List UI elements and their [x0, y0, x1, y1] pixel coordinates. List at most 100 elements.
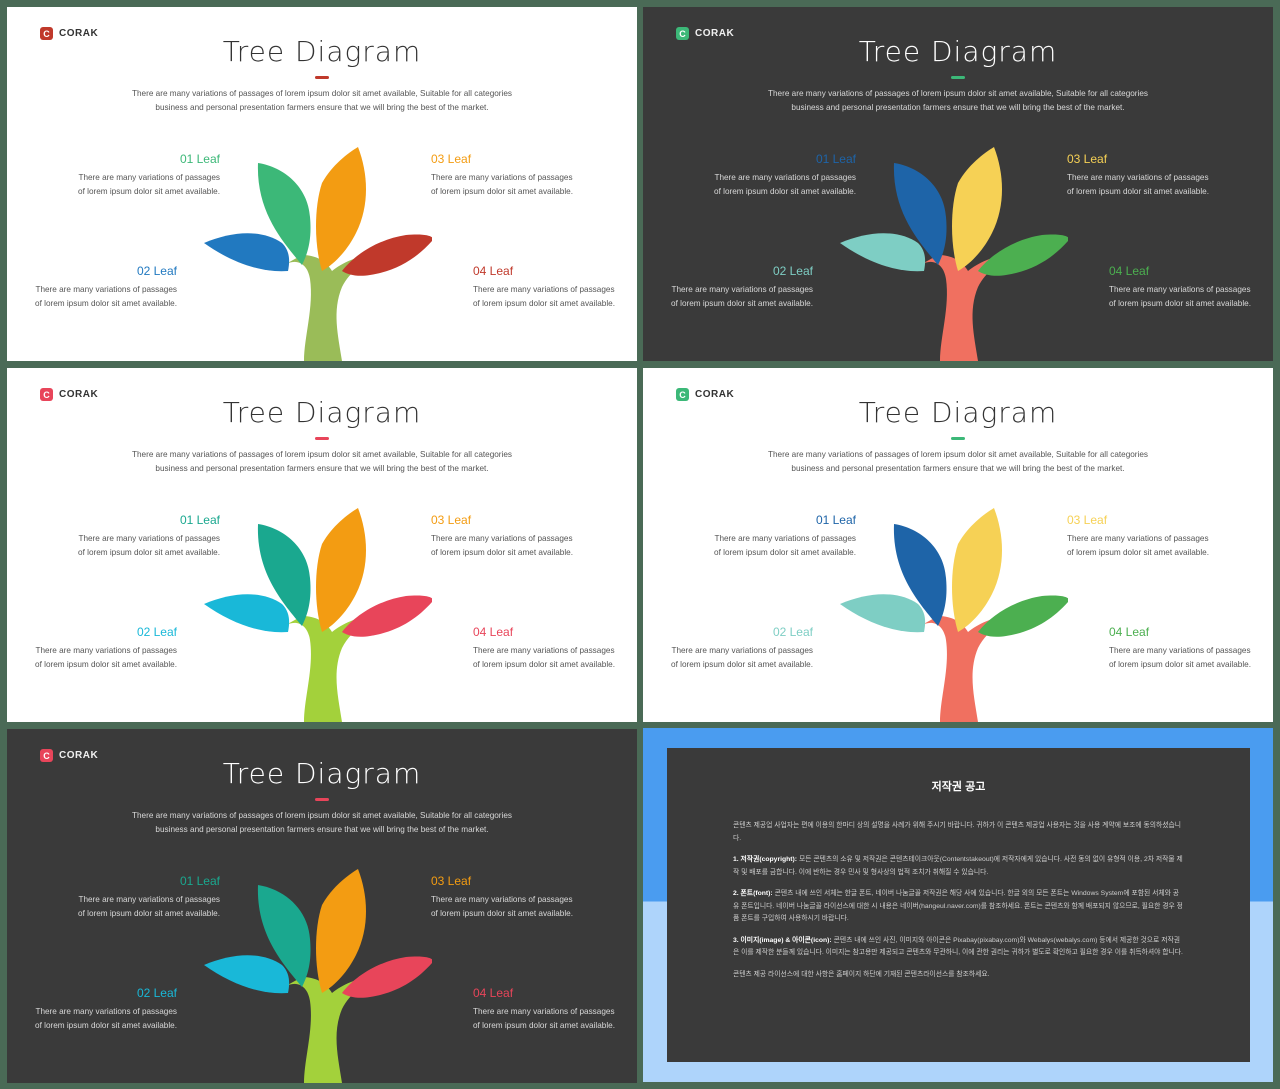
logo-c-icon: C — [40, 749, 53, 762]
notice-label-font: 2. 폰트(font): — [733, 890, 773, 897]
brand-name: CORAK — [695, 28, 735, 39]
leaf-title: 03 Leaf — [431, 874, 472, 888]
leaf-title: 04 Leaf — [1109, 625, 1150, 639]
notice-text-image: 콘텐츠 내에 쓰인 사진, 이미지와 아이콘은 Pixabay(pixabay.… — [733, 936, 1183, 957]
leaf-2-shape — [840, 233, 926, 272]
notice-paragraph-image: 3. 이미지(image) & 아이콘(icon): 콘텐츠 내에 쓰인 사진,… — [733, 935, 1185, 960]
tree-trunk — [284, 977, 376, 1083]
tree-graphic — [828, 508, 1069, 722]
tree-trunk — [920, 616, 1012, 722]
leaf-1-shape — [893, 163, 947, 265]
leaf-description: There are many variations of passages of… — [35, 1007, 177, 1030]
leaf-description: There are many variations of passages of… — [473, 646, 615, 669]
leaf-description: There are many variations of passages of… — [714, 173, 856, 196]
notice-body: 콘텐츠 제공업 사업자는 편에 이용의 한마디 상의 설명을 사례가 위해 주시… — [733, 820, 1185, 990]
notice-outro: 콘텐츠 제공 라이선스에 대한 사항은 홈페이지 하단에 기재된 콘텐츠라이선스… — [733, 970, 990, 978]
leaf-description: There are many variations of passages of… — [1109, 646, 1251, 669]
notice-title: 저작권 공고 — [931, 781, 986, 793]
leaf-description: There are many variations of passages of… — [473, 285, 615, 308]
leaf-title: 03 Leaf — [1067, 513, 1108, 527]
leaf-description: There are many variations of passages of… — [431, 534, 573, 557]
leaf-title: 03 Leaf — [431, 152, 472, 166]
leaf-description: There are many variations of passages of… — [35, 646, 177, 669]
slide-title: Tree Diagram — [858, 396, 1058, 429]
brand-name: CORAK — [59, 28, 99, 39]
leaf-3-shape — [316, 508, 366, 632]
leaf-3-shape — [952, 147, 1002, 271]
leaf-4-shape — [342, 595, 433, 637]
leaf-title: 01 Leaf — [179, 152, 220, 166]
leaf-description: There are many variations of passages of… — [78, 173, 220, 196]
leaf-title: 02 Leaf — [772, 625, 813, 639]
title-underline — [315, 798, 329, 801]
leaf-3-shape — [316, 869, 366, 993]
brand-name: CORAK — [59, 750, 99, 761]
leaf-4-shape — [978, 234, 1069, 276]
logo-c-icon: C — [40, 27, 53, 40]
leaf-description: There are many variations of passages of… — [431, 895, 573, 918]
leaf-4-shape — [978, 595, 1069, 637]
leaf-1-shape — [893, 524, 947, 626]
leaf-title: 04 Leaf — [473, 264, 514, 278]
notice-label-image: 3. 이미지(image) & 아이콘(icon): — [733, 936, 832, 944]
slide-subtitle: There are many variations of passages of… — [132, 89, 512, 112]
leaf-description: There are many variations of passages of… — [431, 173, 573, 196]
slide-title: Tree Diagram — [858, 35, 1058, 68]
leaf-description: There are many variations of passages of… — [473, 1007, 615, 1030]
leaf-2-shape — [204, 233, 290, 272]
leaf-description: There are many variations of passages of… — [1109, 285, 1251, 308]
notice-paragraph-copyright: 1. 저작권(copyright): 모든 콘텐츠의 소유 및 저작권은 콘텐츠… — [733, 854, 1185, 879]
leaf-title: 04 Leaf — [473, 625, 514, 639]
leaf-title: 02 Leaf — [136, 264, 177, 278]
leaf-description: There are many variations of passages of… — [714, 534, 856, 557]
tree-graphic — [192, 508, 433, 722]
leaf-3-shape — [316, 147, 366, 271]
leaf-title: 03 Leaf — [1067, 152, 1108, 166]
leaf-4-shape — [342, 234, 433, 276]
copyright-notice-slide: 저작권 공고 콘텐츠 제공업 사업자는 편에 이용의 한마디 상의 설명을 사례… — [643, 728, 1273, 1082]
leaf-title: 01 Leaf — [179, 513, 220, 527]
leaf-4-shape — [342, 956, 433, 998]
notice-panel: 저작권 공고 콘텐츠 제공업 사업자는 편에 이용의 한마디 상의 설명을 사례… — [667, 748, 1250, 1062]
tree-trunk — [284, 255, 376, 361]
notice-intro: 콘텐츠 제공업 사업자는 편에 이용의 한마디 상의 설명을 사례가 위해 주시… — [733, 822, 1181, 842]
notice-text-copyright: 모든 콘텐츠의 소유 및 저작권은 콘텐츠테이크아웃(Contentstakeo… — [733, 856, 1183, 876]
leaf-title: 03 Leaf — [431, 513, 472, 527]
leaf-description: There are many variations of passages of… — [35, 285, 177, 308]
leaf-title: 02 Leaf — [772, 264, 813, 278]
slide-title: Tree Diagram — [222, 35, 422, 68]
tree-graphic — [828, 147, 1069, 361]
notice-label-copyright: 1. 저작권(copyright): — [733, 856, 798, 863]
leaf-title: 01 Leaf — [179, 874, 220, 888]
leaf-title: 02 Leaf — [136, 625, 177, 639]
leaf-title: 02 Leaf — [136, 986, 177, 1000]
slide-subtitle: There are many variations of passages of… — [132, 450, 512, 473]
title-underline — [951, 437, 965, 440]
leaf-title: 01 Leaf — [815, 152, 856, 166]
leaf-description: There are many variations of passages of… — [1067, 173, 1209, 196]
leaf-description: There are many variations of passages of… — [1067, 534, 1209, 557]
notice-text-font: 콘텐츠 내에 쓰인 서체는 한글 폰트, 네이버 나눔글꼴 저작권은 해당 사에… — [733, 890, 1183, 922]
slide-subtitle: There are many variations of passages of… — [132, 811, 512, 834]
leaf-title: 04 Leaf — [473, 986, 514, 1000]
leaf-1-shape — [257, 163, 311, 265]
